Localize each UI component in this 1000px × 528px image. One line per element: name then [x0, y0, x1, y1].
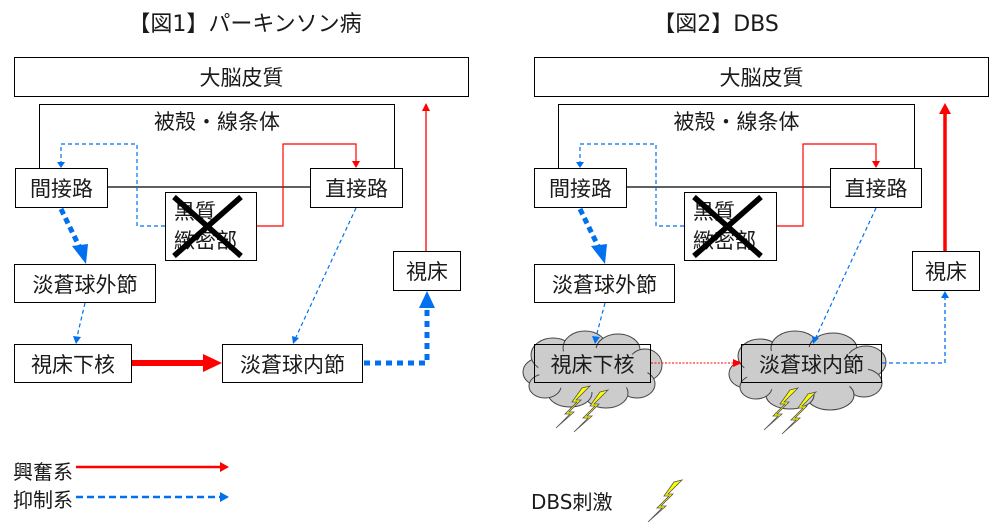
fig1-thalamus-to-cortex-arrowhead — [422, 103, 430, 111]
fig1-striatum-label: 被殻・線条体 — [154, 110, 280, 134]
fig1-striatum-box — [39, 104, 395, 168]
legend-dbs-lightning-icon — [647, 479, 683, 523]
fig1-thalamus-box: 視床 — [393, 251, 461, 291]
fig2-snc-to-direct-arrow — [776, 143, 877, 227]
fig1-cortex-box: 大脳皮質 — [14, 57, 469, 97]
fig2-indirect-box: 間接路 — [534, 168, 627, 208]
fig2-cortex-label: 大脳皮質 — [719, 66, 804, 90]
fig1-indirect-label: 間接路 — [30, 177, 93, 201]
fig1-indirect-box: 間接路 — [15, 168, 108, 208]
fig1-gpi-box: 淡蒼球内節 — [222, 344, 363, 383]
fig1-direct-box: 直接路 — [310, 168, 403, 208]
fig1-direct-label: 直接路 — [325, 177, 388, 201]
fig2-direct-label: 直接路 — [844, 177, 908, 201]
legend-inhibitory-arrowhead — [220, 492, 229, 502]
fig2-indirect-to-gpe-arrow — [577, 207, 602, 250]
fig1-gpi-label: 淡蒼球内節 — [240, 352, 345, 377]
fig1-gpi-to-thalamus-arrowhead — [419, 291, 435, 308]
fig1-gpe-box: 淡蒼球外節 — [14, 264, 156, 303]
fig2-stn-to-gpi-arrowhead — [733, 359, 742, 367]
legend-dbs-label: DBS刺激 — [531, 490, 613, 514]
fig1-snc-to-indirect-arrowhead — [57, 162, 65, 168]
fig2-gpi-label: 淡蒼球内節 — [759, 352, 864, 377]
fig2-striatum-box — [558, 104, 915, 168]
fig2-gpe-to-stn-arrowhead — [592, 336, 600, 344]
fig1-gpe-label: 淡蒼球外節 — [32, 272, 138, 297]
fig2-snc-to-indirect-arrow — [579, 143, 684, 227]
fig1-snc-to-direct-arrowhead — [352, 161, 360, 168]
fig2-striatum-label: 被殻・線条体 — [673, 110, 800, 134]
fig1-gpe-to-stn-arrow — [76, 302, 86, 338]
fig1-cortex-label: 大脳皮質 — [199, 66, 284, 90]
fig2-thalamus-label: 視床 — [925, 260, 967, 284]
fig1-indirect-to-gpe-arrow — [58, 207, 83, 250]
fig2-thalamus-box: 視床 — [912, 251, 980, 291]
fig1-snc-to-direct-arrow — [256, 143, 357, 227]
fig2-gpi-to-thalamus-arrow — [882, 297, 946, 364]
fig2-indirect-to-gpe-arrowhead — [591, 244, 607, 264]
fig1-direct-to-gpi-arrow — [295, 207, 357, 338]
fig2-gpe-to-stn-arrow — [595, 302, 606, 338]
fig1-snc-to-indirect-arrow — [60, 143, 165, 227]
legend-inhibitory-label: 抑制系 — [13, 488, 73, 512]
fig1-indirect-to-gpe-arrowhead — [72, 244, 88, 264]
figure2-title: 【図2】DBS — [653, 12, 779, 37]
fig2-gpe-label: 淡蒼球外節 — [552, 272, 657, 297]
fig2-cortex-box: 大脳皮質 — [534, 57, 989, 97]
fig2-stn-label: 視床下核 — [550, 352, 635, 377]
fig1-stn-box: 視床下核 — [14, 344, 132, 383]
fig2-stn-box: 視床下核 — [534, 344, 651, 383]
fig1-gpi-to-thalamus-arrow — [364, 308, 430, 366]
fig2-gpe-box: 淡蒼球外節 — [534, 264, 675, 303]
fig2-snc-to-direct-arrowhead — [872, 161, 880, 168]
fig2-snc-to-indirect-arrowhead — [576, 162, 584, 168]
fig2-direct-to-gpi-arrowhead — [812, 336, 819, 344]
fig2-gpi-box: 淡蒼球内節 — [741, 344, 882, 383]
fig2-direct-box: 直接路 — [830, 168, 922, 208]
figure1-title: 【図1】パーキンソン病 — [128, 12, 362, 37]
fig1-stn-label: 視床下核 — [31, 352, 115, 377]
fig2-gpi-cloud-icon — [728, 330, 887, 411]
fig2-direct-to-gpi-arrow — [815, 207, 877, 338]
legend-excitatory-arrowhead — [220, 462, 229, 472]
legend-excitatory-label: 興奮系 — [13, 460, 73, 484]
fig2-indirect-label: 間接路 — [549, 177, 612, 201]
fig1-stn-to-gpi-arrowhead — [203, 354, 222, 372]
fig2-gpi-to-thalamus-arrowhead — [941, 291, 949, 298]
fig1-thalamus-label: 視床 — [406, 260, 448, 284]
fig2-thalamus-to-cortex-arrowhead — [939, 103, 951, 114]
fig1-gpe-to-stn-arrowhead — [73, 336, 81, 344]
fig1-direct-to-gpi-arrowhead — [292, 336, 299, 344]
